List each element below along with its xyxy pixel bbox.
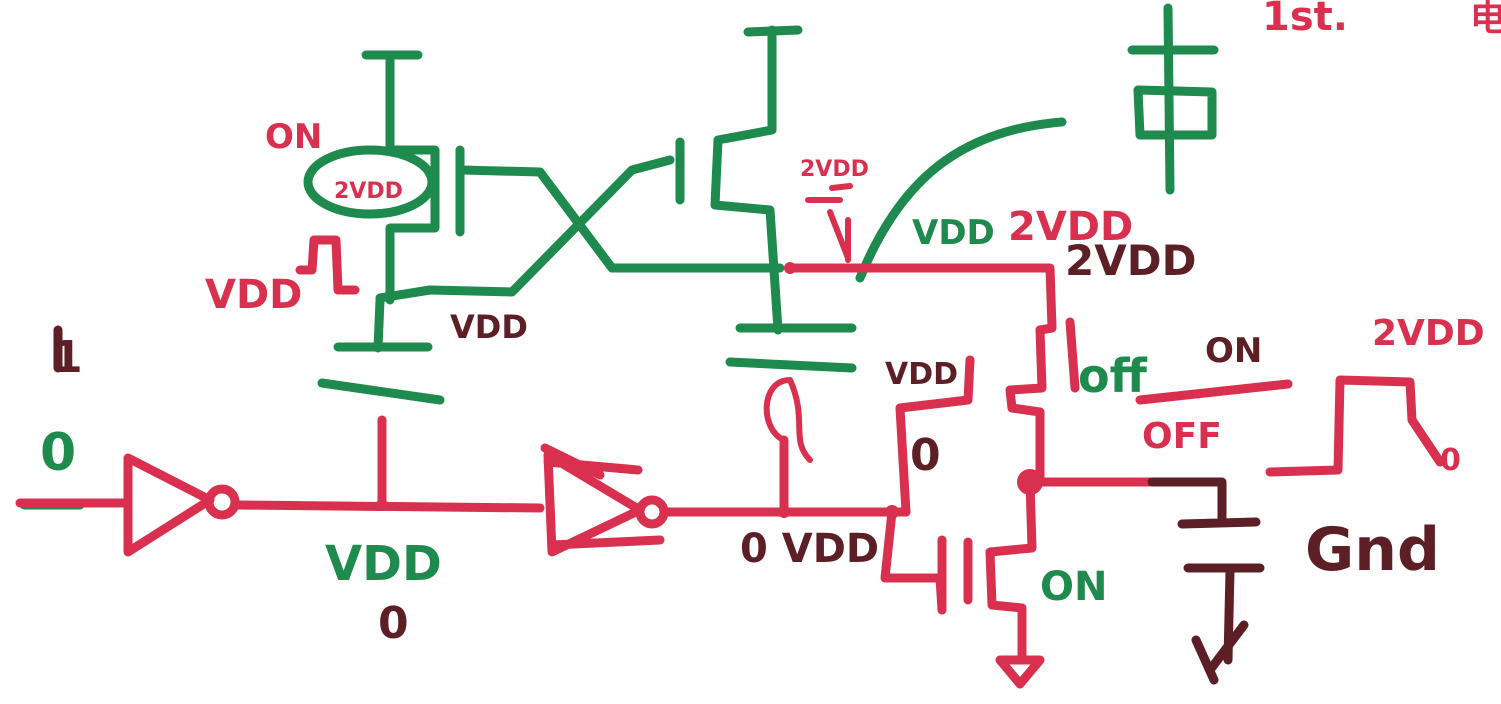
node-dot-1 <box>376 499 388 511</box>
node-dot-3 <box>885 505 899 519</box>
rail-2vdd <box>785 263 1057 335</box>
inverter-1-bubble <box>204 484 240 520</box>
left-pmos-channel <box>385 145 440 305</box>
label-input-low: 0 <box>40 423 76 483</box>
label-vdd-pulse: VDD <box>205 272 302 318</box>
label-gnd: Gnd <box>1305 515 1440 585</box>
label-2vdd-circled: 2VDD <box>334 179 403 204</box>
right-pmos-supply <box>743 25 803 135</box>
node-dot-2 <box>778 506 790 518</box>
on-highlight-oval <box>303 145 437 219</box>
label-2vdd-brown: 2VDD <box>1065 236 1196 285</box>
left-nmos-gate-plate <box>317 378 445 405</box>
left-node-wire <box>333 295 433 353</box>
label-on-bottom: ON <box>1040 564 1107 610</box>
inverter-1 <box>123 453 215 557</box>
label-2vdd-small: 2VDD <box>800 157 869 182</box>
mid-node-down <box>880 507 947 615</box>
output-capacitor <box>1147 477 1265 665</box>
left-pmos-supply <box>361 50 423 155</box>
labels: 1 0 ON 2VDD VDD VDD 2VDD VDD 2VDD 2VDD V… <box>40 0 1501 649</box>
ground-arrow <box>995 655 1045 689</box>
vdd-input-pulse <box>295 235 360 295</box>
bottom-nmos <box>985 477 1037 665</box>
label-vdd-in-bottom: VDD <box>325 536 442 592</box>
cross-coupling-a <box>457 165 785 273</box>
label-on-right-top: ON <box>1205 331 1262 371</box>
off-pmos-gate <box>1065 317 1080 393</box>
right-pmos-channel <box>710 125 783 335</box>
off-pmos <box>1005 325 1047 483</box>
cross-coupling-b <box>375 155 675 303</box>
label-2vdd-red: 2VDD <box>1008 204 1133 250</box>
label-zero-vdd-bottom: 0 VDD <box>740 526 879 572</box>
label-off: off <box>1078 349 1148 403</box>
long-arc <box>855 117 1067 283</box>
label-off-out: OFF <box>1142 416 1222 457</box>
label-on-left: ON <box>265 117 322 157</box>
brown-wiring <box>53 325 1265 685</box>
capacitor-ground <box>1191 620 1249 685</box>
label-input-high: 1 <box>52 332 83 383</box>
output-pulse <box>1265 375 1445 477</box>
top-symbol-strokes <box>1127 3 1219 195</box>
small-2vdd-resistor <box>805 183 853 263</box>
label-zero-out: 0 <box>1440 443 1461 478</box>
label-vdd-node: VDD <box>450 308 528 346</box>
zigzag-resistor <box>763 377 813 463</box>
node-dot-5 <box>784 262 796 274</box>
label-2vdd-out: 2VDD <box>1372 313 1485 354</box>
label-vdd-green: VDD <box>912 213 995 253</box>
off-arrow <box>1135 379 1293 405</box>
red-wiring <box>15 183 1445 689</box>
label-vdd-mid: VDD <box>885 357 958 392</box>
inverter-2 <box>540 443 665 557</box>
mid-vdd-net <box>895 355 975 517</box>
mid-line <box>231 500 545 513</box>
label-zero-in-bottom: 0 <box>378 598 409 649</box>
label-corner-top: 1st. <box>1262 0 1348 40</box>
label-symbol-top: 电 <box>1470 0 1501 39</box>
node-dot-4 <box>1017 469 1043 495</box>
label-zero-mid: 0 <box>910 430 941 481</box>
green-wiring <box>19 3 1219 510</box>
right-nmos-plate-bottom <box>725 357 857 373</box>
